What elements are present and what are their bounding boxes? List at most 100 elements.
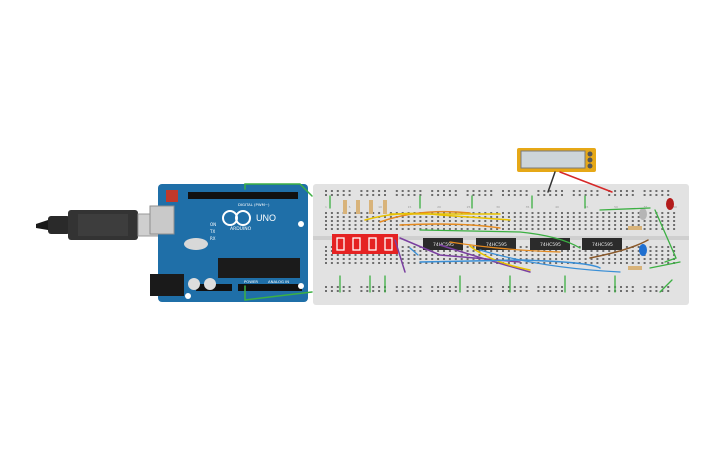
breadboard-hole[interactable] — [472, 262, 475, 264]
breadboard-hole[interactable] — [384, 258, 386, 260]
breadboard-hole[interactable] — [342, 258, 345, 260]
breadboard-hole[interactable] — [448, 220, 451, 222]
breadboard-hole[interactable] — [537, 258, 540, 260]
breadboard-hole[interactable] — [460, 220, 463, 222]
breadboard-hole[interactable] — [572, 224, 575, 226]
breadboard-hole[interactable] — [395, 258, 398, 260]
breadboard-hole[interactable] — [336, 290, 339, 292]
breadboard-hole[interactable] — [643, 258, 646, 260]
breadboard-hole[interactable] — [631, 258, 634, 260]
breadboard-hole[interactable] — [584, 250, 587, 252]
breadboard-hole[interactable] — [466, 194, 469, 196]
breadboard-hole[interactable] — [661, 262, 664, 264]
breadboard-hole[interactable] — [572, 290, 575, 292]
breadboard-hole[interactable] — [401, 254, 404, 256]
breadboard-hole[interactable] — [667, 246, 670, 248]
breadboard-hole[interactable] — [590, 254, 593, 256]
breadboard-hole[interactable] — [596, 258, 599, 260]
breadboard-hole[interactable] — [655, 190, 658, 192]
breadboard-hole[interactable] — [631, 290, 634, 292]
breadboard-hole[interactable] — [342, 216, 345, 218]
breadboard-hole[interactable] — [513, 262, 516, 264]
breadboard-hole[interactable] — [566, 228, 569, 230]
breadboard-hole[interactable] — [649, 212, 652, 214]
breadboard-hole[interactable] — [437, 290, 440, 292]
breadboard-hole[interactable] — [325, 194, 327, 196]
breadboard-hole[interactable] — [360, 290, 363, 292]
breadboard-hole[interactable] — [584, 220, 587, 222]
breadboard-hole[interactable] — [649, 190, 652, 192]
breadboard-hole[interactable] — [378, 190, 381, 192]
breadboard-hole[interactable] — [608, 254, 611, 256]
breadboard-hole[interactable] — [543, 228, 546, 230]
breadboard-hole[interactable] — [561, 254, 563, 256]
breadboard-hole[interactable] — [572, 220, 575, 222]
breadboard-hole[interactable] — [378, 212, 381, 214]
breadboard-hole[interactable] — [649, 286, 652, 288]
breadboard-hole[interactable] — [655, 250, 658, 252]
breadboard-hole[interactable] — [661, 220, 664, 222]
breadboard-hole[interactable] — [419, 220, 422, 222]
breadboard-hole[interactable] — [502, 190, 504, 192]
breadboard-hole[interactable] — [643, 286, 646, 288]
breadboard-hole[interactable] — [608, 212, 611, 214]
breadboard-hole[interactable] — [519, 254, 522, 256]
breadboard-hole[interactable] — [330, 254, 333, 256]
breadboard-hole[interactable] — [378, 258, 381, 260]
breadboard-hole[interactable] — [655, 254, 658, 256]
breadboard-hole[interactable] — [407, 228, 410, 230]
breadboard-hole[interactable] — [596, 224, 599, 226]
breadboard-hole[interactable] — [543, 212, 546, 214]
breadboard-hole[interactable] — [620, 220, 622, 222]
breadboard-hole[interactable] — [608, 250, 611, 252]
breadboard-hole[interactable] — [584, 262, 587, 264]
breadboard-hole[interactable] — [572, 246, 575, 248]
breadboard-hole[interactable] — [448, 262, 451, 264]
breadboard-hole[interactable] — [478, 190, 481, 192]
breadboard-hole[interactable] — [608, 290, 611, 292]
breadboard-hole[interactable] — [496, 212, 499, 214]
breadboard-hole[interactable] — [466, 228, 469, 230]
breadboard-hole[interactable] — [661, 190, 664, 192]
breadboard-hole[interactable] — [460, 254, 463, 256]
breadboard-hole[interactable] — [342, 254, 345, 256]
breadboard-hole[interactable] — [519, 228, 522, 230]
breadboard-hole[interactable] — [596, 220, 599, 222]
breadboard-hole[interactable] — [330, 250, 333, 252]
breadboard-hole[interactable] — [655, 246, 658, 248]
breadboard-hole[interactable] — [555, 216, 558, 218]
breadboard-hole[interactable] — [519, 246, 522, 248]
breadboard-hole[interactable] — [502, 286, 504, 288]
breadboard-hole[interactable] — [389, 220, 392, 222]
breadboard-hole[interactable] — [549, 290, 552, 292]
breadboard-hole[interactable] — [578, 190, 581, 192]
breadboard-hole[interactable] — [590, 190, 593, 192]
breadboard-hole[interactable] — [625, 216, 628, 218]
breadboard-hole[interactable] — [561, 228, 563, 230]
breadboard-hole[interactable] — [513, 190, 516, 192]
breadboard-hole[interactable] — [620, 216, 622, 218]
breadboard-hole[interactable] — [578, 212, 581, 214]
breadboard-hole[interactable] — [407, 190, 410, 192]
breadboard-hole[interactable] — [625, 246, 628, 248]
breadboard-hole[interactable] — [525, 216, 528, 218]
breadboard-hole[interactable] — [372, 258, 375, 260]
breadboard-hole[interactable] — [496, 224, 499, 226]
breadboard-hole[interactable] — [596, 262, 599, 264]
breadboard-hole[interactable] — [407, 194, 410, 196]
breadboard-hole[interactable] — [631, 220, 634, 222]
breadboard-hole[interactable] — [437, 262, 440, 264]
breadboard-hole[interactable] — [395, 212, 398, 214]
breadboard-hole[interactable] — [448, 258, 451, 260]
breadboard-hole[interactable] — [395, 254, 398, 256]
shift-register-chip[interactable]: 74HC595 — [582, 238, 622, 250]
breadboard-hole[interactable] — [596, 212, 599, 214]
breadboard-hole[interactable] — [454, 254, 457, 256]
breadboard-hole[interactable] — [384, 216, 386, 218]
lcd-display[interactable] — [517, 148, 596, 172]
breadboard-hole[interactable] — [667, 290, 670, 292]
breadboard-hole[interactable] — [614, 220, 617, 222]
breadboard-hole[interactable] — [342, 224, 345, 226]
breadboard-hole[interactable] — [401, 228, 404, 230]
breadboard-hole[interactable] — [649, 290, 652, 292]
